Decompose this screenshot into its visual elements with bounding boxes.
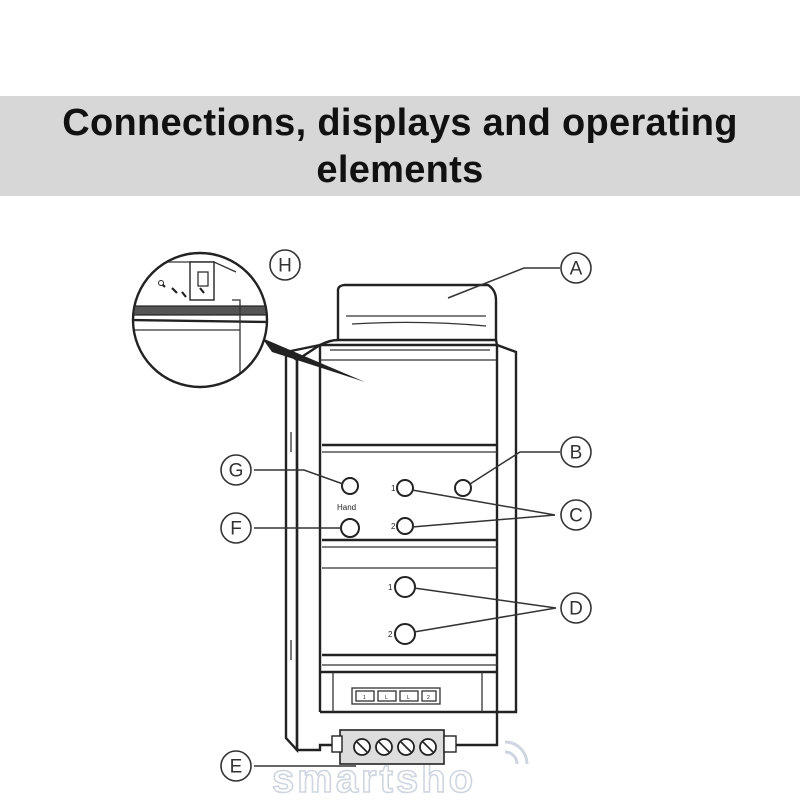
callout-g: G xyxy=(220,454,252,486)
callout-d: D xyxy=(560,592,592,624)
terminal-clip-left xyxy=(331,735,343,753)
channel-4-label: 2 xyxy=(388,630,393,639)
leader-d xyxy=(413,587,557,633)
cover-join xyxy=(319,338,499,347)
leader-c xyxy=(411,489,556,528)
label-cell-2 xyxy=(377,690,397,702)
title-line-1: Connections, displays and operating xyxy=(62,102,738,144)
cover-line-2 xyxy=(351,321,487,327)
terminal-label-1: 1 xyxy=(363,695,366,701)
title-banner xyxy=(0,96,800,196)
hand-label: Hand xyxy=(337,503,356,512)
wifi-arc-outer xyxy=(504,740,529,765)
manual-button-2 xyxy=(394,623,416,645)
callout-b: B xyxy=(560,436,592,468)
magnifier-inset xyxy=(131,251,365,389)
label-cell-3 xyxy=(399,690,419,702)
label-cell-4 xyxy=(421,690,437,702)
screw-slots xyxy=(356,741,434,753)
callout-f: F xyxy=(220,512,252,544)
callout-a-letter: A xyxy=(570,259,583,280)
channel-2-label: 2 xyxy=(391,522,396,531)
callout-h: H xyxy=(269,249,301,281)
detail-edges xyxy=(134,299,241,386)
detail-rail xyxy=(134,305,266,316)
cover-body xyxy=(336,283,498,342)
channel-1-label: 1 xyxy=(391,484,396,493)
terminal-clip-right xyxy=(443,735,457,753)
leader-a xyxy=(447,267,560,299)
callout-b-letter: B xyxy=(570,443,583,464)
hand-button xyxy=(340,518,360,538)
channel-led-1 xyxy=(396,479,414,497)
callout-b-circle xyxy=(560,436,592,468)
callout-a: A xyxy=(560,252,592,284)
terminal-label-strip: 1 L L 2 xyxy=(351,687,441,705)
manual-button-1 xyxy=(394,576,416,598)
leader-lines xyxy=(254,267,560,767)
leader-g xyxy=(254,469,344,485)
label-strip-frame xyxy=(351,687,441,705)
callout-c-letter: C xyxy=(569,506,583,527)
detail-rail-lower xyxy=(134,318,266,324)
terminal-label-2: L xyxy=(385,695,388,701)
terminal-label-3: L xyxy=(407,695,410,701)
magnifier-pointer xyxy=(262,338,365,382)
callout-a-circle xyxy=(560,252,592,284)
status-led xyxy=(454,479,472,497)
label-cell-1 xyxy=(355,690,375,702)
callout-f-circle xyxy=(220,512,252,544)
callout-h-letter: H xyxy=(278,256,292,277)
callout-d-circle xyxy=(560,592,592,624)
device-housing xyxy=(284,343,518,754)
callout-d-letter: D xyxy=(569,599,583,620)
title-line-2: elements xyxy=(316,149,484,191)
callout-c-circle xyxy=(560,499,592,531)
controls: Hand 1 2 1 2 xyxy=(337,477,472,645)
callout-g-letter: G xyxy=(229,461,244,482)
callout-f-letter: F xyxy=(230,519,242,540)
top-cover xyxy=(319,283,499,351)
callout-e: E xyxy=(220,750,252,782)
wifi-arc-inner xyxy=(504,750,519,765)
channel-led-2 xyxy=(396,517,414,535)
page-title: Connections, displays and operating elem… xyxy=(0,100,800,194)
callout-c: C xyxy=(560,499,592,531)
terminal-label-4: 2 xyxy=(427,695,430,701)
detail-dot xyxy=(158,280,164,286)
callout-e-circle xyxy=(220,750,252,782)
hand-led xyxy=(341,477,359,495)
detail-switch xyxy=(197,271,209,287)
callout-h-circle xyxy=(269,249,301,281)
channel-3-label: 1 xyxy=(388,583,393,592)
callout-g-circle xyxy=(220,454,252,486)
callout-e-letter: E xyxy=(230,757,243,778)
screw-terminals xyxy=(331,729,457,765)
leader-b xyxy=(469,451,560,485)
housing-left-side xyxy=(284,349,299,754)
magnifier-detail xyxy=(134,261,266,386)
